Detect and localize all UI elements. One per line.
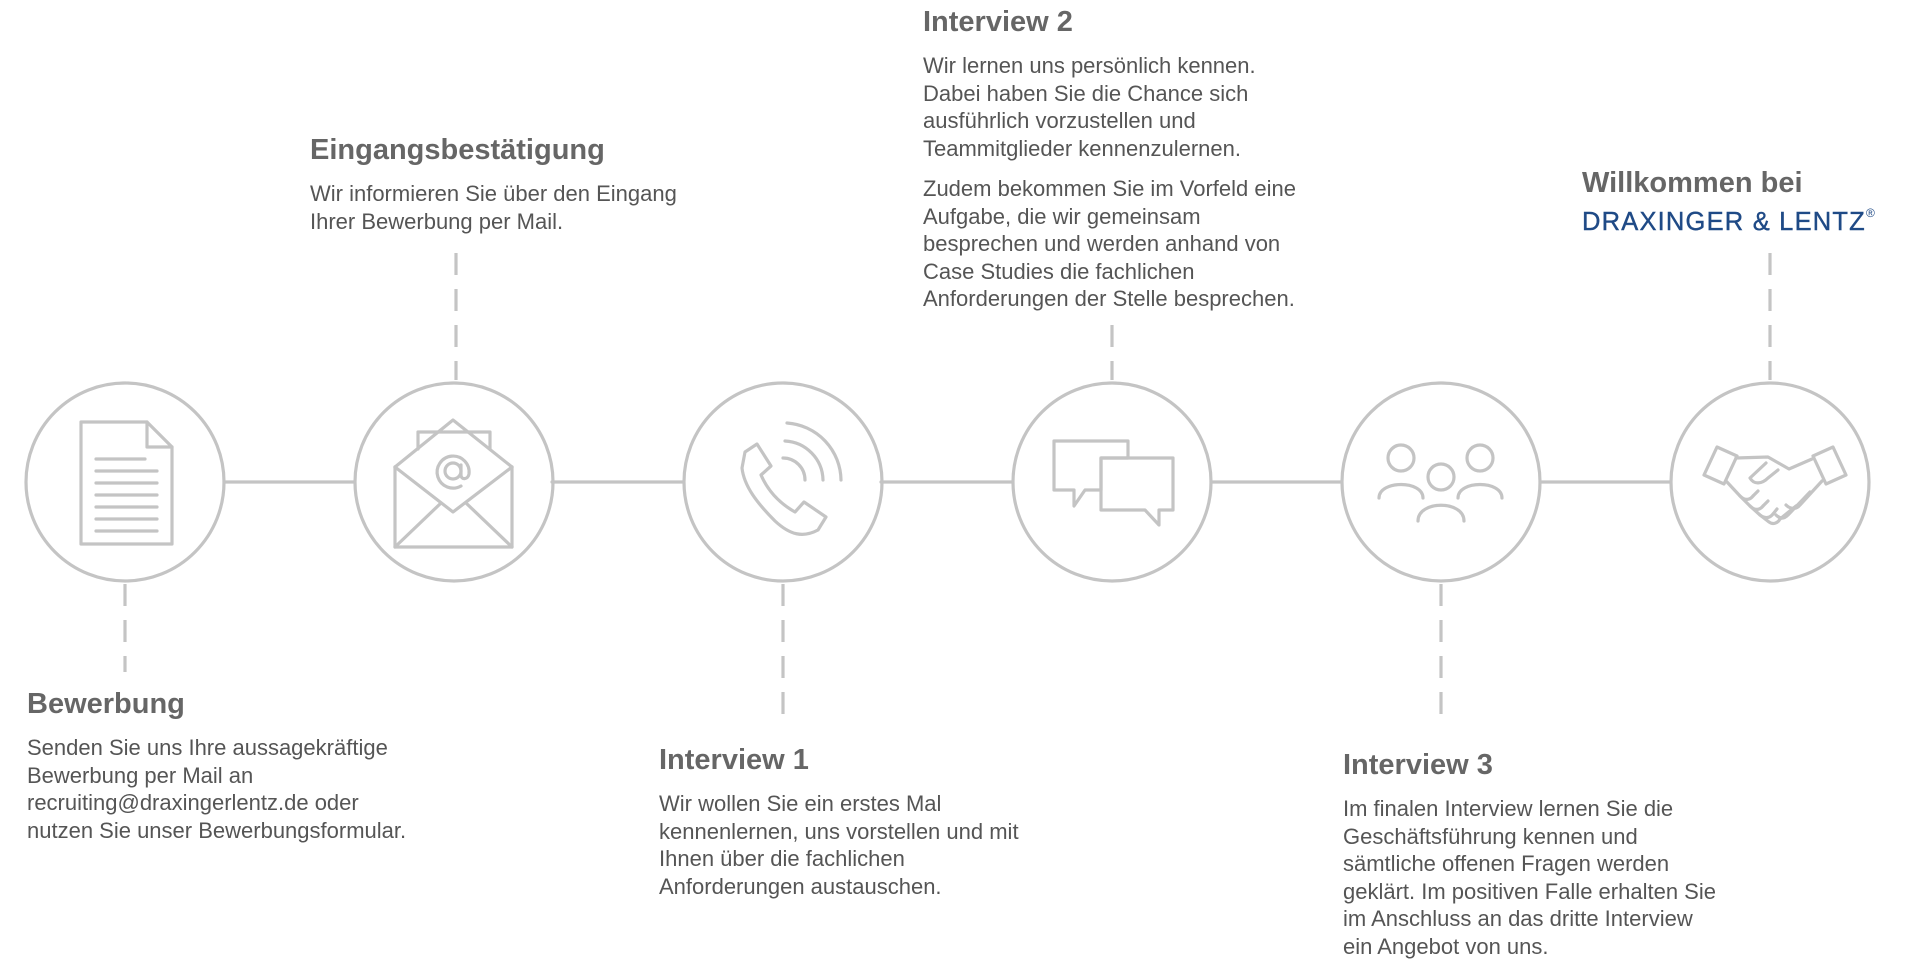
step-title: Bewerbung (27, 688, 185, 720)
step-circle-interview-3 (1340, 381, 1542, 583)
step-description: Wir lernen uns persönlich kennen. Dabei … (923, 52, 1343, 162)
company-logo: DRAXINGER & LENTZ® (1582, 206, 1928, 237)
step-description-extra: Zudem bekommen Sie im Vorfeld eine Aufga… (923, 175, 1343, 313)
step-title: Interview 1 (659, 744, 809, 776)
handshake-icon (1702, 445, 1848, 526)
step-circle-interview-1 (682, 381, 884, 583)
text-line: im Anschluss an das dritte Interview (1343, 906, 1693, 931)
step-title: Eingangsbestätigung (310, 134, 605, 166)
text-line: Wir informieren Sie über den Eingang (310, 181, 677, 206)
text-line: sämtliche offenen Fragen werden (1343, 851, 1670, 876)
step-circle-welcome (1669, 381, 1871, 583)
step-description: Senden Sie uns Ihre aussagekräftige Bewe… (27, 734, 457, 844)
people-group-icon (1377, 443, 1504, 523)
text-line: Case Studies die fachlichen (923, 258, 1195, 284)
step-eingangsbestaetigung: Eingangsbestätigung Wir informieren Sie … (310, 133, 730, 235)
step-interview-2: Interview 2 Wir lernen uns persönlich ke… (923, 5, 1343, 313)
chat-bubbles-icon (1052, 439, 1175, 527)
text-line: Wir lernen uns persönlich kennen. (923, 53, 1256, 78)
step-circle-bewerbung (24, 381, 226, 583)
text-line: Geschäftsführung kennen und (1343, 823, 1638, 849)
step-interview-1: Interview 1 Wir wollen Sie ein erstes Ma… (659, 743, 1079, 900)
phone-call-icon (740, 421, 843, 536)
text-line: nutzen Sie unser Bewerbungsformular. (27, 817, 407, 843)
email-link[interactable]: recruiting@draxingerlentz.de oder (27, 790, 359, 815)
step-title: Interview 3 (1343, 749, 1493, 781)
text-line: Anforderungen austauschen. (659, 873, 942, 899)
document-icon (79, 420, 174, 546)
text-line: Senden Sie uns Ihre aussagekräftige (27, 735, 388, 760)
step-title: Interview 2 (923, 6, 1073, 38)
text-line: Ihnen über die fachlichen (659, 846, 905, 871)
text-line: Teammitglieder kennenzulernen. (923, 135, 1241, 161)
text-line: besprechen und werden anhand von (923, 231, 1281, 256)
brand-name: DRAXINGER & LENTZ (1582, 208, 1866, 236)
step-bewerbung: Bewerbung Senden Sie uns Ihre aussagekrä… (27, 687, 457, 844)
registered-mark: ® (1865, 206, 1875, 220)
text-line: Ihrer Bewerbung per Mail. (310, 208, 564, 234)
step-willkommen: Willkommen bei DRAXINGER & LENTZ® (1582, 166, 1928, 237)
text-line: Anforderungen der Stelle besprechen. (923, 286, 1295, 311)
step-interview-3: Interview 3 Im finalen Interview lernen … (1343, 748, 1763, 960)
step-title: Willkommen bei (1582, 167, 1803, 199)
text-line: kennenlernen, uns vorstellen und mit (659, 818, 1019, 844)
step-description: Wir wollen Sie ein erstes Mal kennenlern… (659, 790, 1079, 900)
text-line: Im finalen Interview lernen Sie die (1343, 796, 1674, 821)
step-circle-eingang (353, 381, 555, 583)
text-line: Bewerbung per Mail an (27, 762, 254, 788)
text-line: Wir wollen Sie ein erstes Mal (659, 791, 942, 816)
step-description: Wir informieren Sie über den Eingang Ihr… (310, 180, 730, 235)
text-line: geklärt. Im positiven Falle erhalten Sie (1343, 878, 1716, 904)
step-circle-interview-2 (1011, 381, 1213, 583)
text-line: Zudem bekommen Sie im Vorfeld eine (923, 176, 1296, 201)
email-envelope-icon (393, 418, 514, 549)
text-line: Dabei haben Sie die Chance sich (923, 80, 1249, 106)
text-line: ausführlich vorzustellen und (923, 108, 1196, 133)
text-line: Aufgabe, die wir gemeinsam (923, 203, 1201, 229)
step-description: Im finalen Interview lernen Sie die Gesc… (1343, 795, 1763, 960)
text-line: ein Angebot von uns. (1343, 933, 1549, 959)
